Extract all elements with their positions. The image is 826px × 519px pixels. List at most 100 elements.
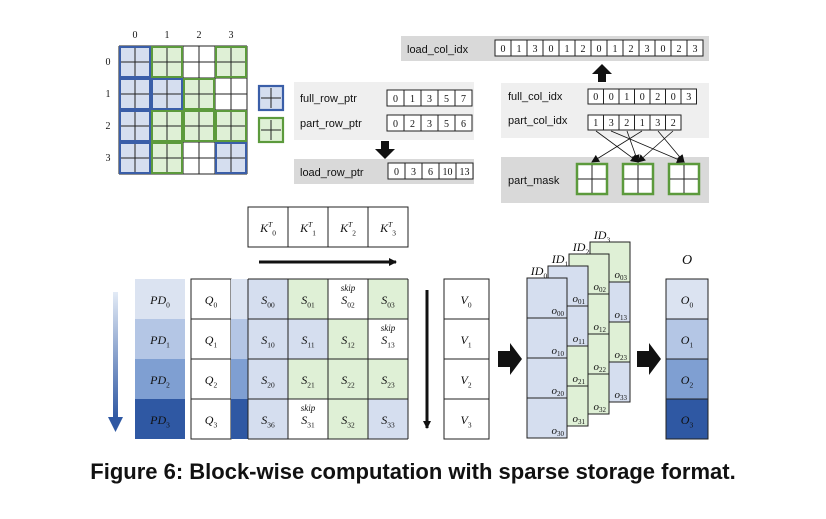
s-label: S21 [301, 373, 315, 390]
load-col-idx-value: 3 [693, 44, 698, 55]
pd-strip [231, 279, 248, 319]
full-row-ptr-value: 0 [393, 94, 398, 105]
q-cell [190, 398, 232, 440]
part-col-idx-cell [665, 114, 682, 131]
id-stack-cell [526, 277, 568, 319]
load-col-idx-value: 1 [517, 44, 522, 55]
id-stack-cell [526, 397, 568, 439]
kt-cell [367, 206, 409, 248]
part-col-idx-label: part_col_idx [508, 115, 568, 127]
mapping-arrow [657, 130, 685, 163]
s-label: S20 [261, 373, 275, 390]
s-label: S03 [381, 293, 395, 310]
figure-caption: Figure 6: Block-wise computation with sp… [90, 459, 736, 484]
part-col-idx-value: 3 [609, 118, 614, 129]
o-partial-label: o20 [552, 385, 565, 398]
load-col-idx-value: 2 [629, 44, 634, 55]
grid-col-label: 0 [133, 30, 138, 41]
grid-block-border [119, 46, 151, 78]
pd-strip [231, 359, 248, 399]
o-partial-label: o11 [573, 333, 586, 346]
kt-label: KT0 [259, 220, 276, 238]
load-col-idx-value: 2 [581, 44, 586, 55]
part-row-ptr-value: 2 [410, 119, 415, 130]
pd-cell [135, 319, 185, 359]
v-cell [443, 278, 490, 320]
gradient-arrow-shaft [113, 292, 118, 418]
grid-row-label: 3 [106, 153, 111, 164]
s-label: S02 [341, 293, 355, 310]
o-partial-label: o00 [552, 305, 565, 318]
full-row-ptr-cell [454, 89, 473, 107]
id-stack-cell [526, 357, 568, 399]
grid-col-label: 2 [197, 30, 202, 41]
grid-block-border [151, 46, 183, 78]
mapping-arrow [610, 130, 685, 163]
up-arrow [592, 64, 612, 82]
mapping-arrow [637, 130, 674, 163]
load-col-idx-value: 1 [565, 44, 570, 55]
s-label: S00 [261, 293, 275, 310]
part-col-idx-value: 2 [624, 118, 629, 129]
s-cell [248, 319, 288, 359]
o-label: O2 [681, 373, 694, 390]
part-row-ptr-label: part_row_ptr [300, 118, 362, 130]
o-cell [665, 318, 709, 360]
load-row-ptr-label: load_row_ptr [300, 167, 364, 179]
q-cell [190, 358, 232, 400]
load-col-idx-cell [686, 39, 704, 57]
v-label: V2 [460, 373, 471, 390]
grid-block-border [119, 142, 151, 174]
part-mask-label: part_mask [508, 175, 560, 187]
s-label: S01 [301, 293, 315, 310]
load-row-ptr-value: 13 [460, 167, 470, 178]
o-label: O0 [681, 293, 694, 310]
q-cell [190, 318, 232, 360]
o-partial-label: o22 [594, 361, 607, 374]
s-cell [328, 319, 368, 359]
grid-row-label: 0 [106, 57, 111, 68]
full-col-idx-value: 2 [655, 92, 660, 103]
kt-label: KT2 [339, 220, 356, 238]
q-label: Q3 [205, 413, 218, 430]
o-partial-label: o32 [594, 401, 607, 414]
v-label: V1 [460, 333, 471, 350]
grid-block-border [119, 78, 151, 110]
full-col-idx-cell [680, 88, 697, 105]
id-label: ID3 [593, 228, 611, 245]
load-row-ptr-value: 6 [428, 167, 433, 178]
fat-arrow [498, 343, 522, 375]
s-cell [288, 279, 328, 319]
load-col-idx-value: 3 [533, 44, 538, 55]
part-col-idx-value: 1 [640, 118, 645, 129]
s-cell [248, 359, 288, 399]
part-row-ptr-cell [454, 114, 473, 132]
pd-label: PD2 [149, 373, 170, 390]
o-partial-label: o03 [615, 269, 628, 282]
part-col-idx-value: 3 [655, 118, 660, 129]
o-partial-label: o23 [615, 349, 628, 362]
o-partial-label: o21 [573, 373, 586, 386]
o-label: O1 [681, 333, 694, 350]
s-label: S36 [261, 413, 275, 430]
kt-label: KT1 [299, 220, 316, 238]
load-col-idx-label: load_col_idx [407, 44, 469, 56]
id-label: ID0 [530, 264, 548, 281]
full-col-idx-value: 0 [609, 92, 614, 103]
s-cell [368, 359, 408, 399]
pd-strip [231, 319, 248, 359]
part-row-ptr-value: 6 [461, 119, 466, 130]
s-label: S13 [381, 333, 395, 350]
skip-label: skip [301, 403, 316, 413]
load-col-idx-value: 3 [645, 44, 650, 55]
full-col-idx-value: 1 [624, 92, 629, 103]
full-row-ptr-label: full_row_ptr [300, 93, 357, 105]
o-cell [665, 398, 709, 440]
grid-col-label: 1 [165, 30, 170, 41]
o-partial-label: o02 [594, 281, 607, 294]
o-cell [665, 278, 709, 320]
pd-cell [135, 279, 185, 319]
